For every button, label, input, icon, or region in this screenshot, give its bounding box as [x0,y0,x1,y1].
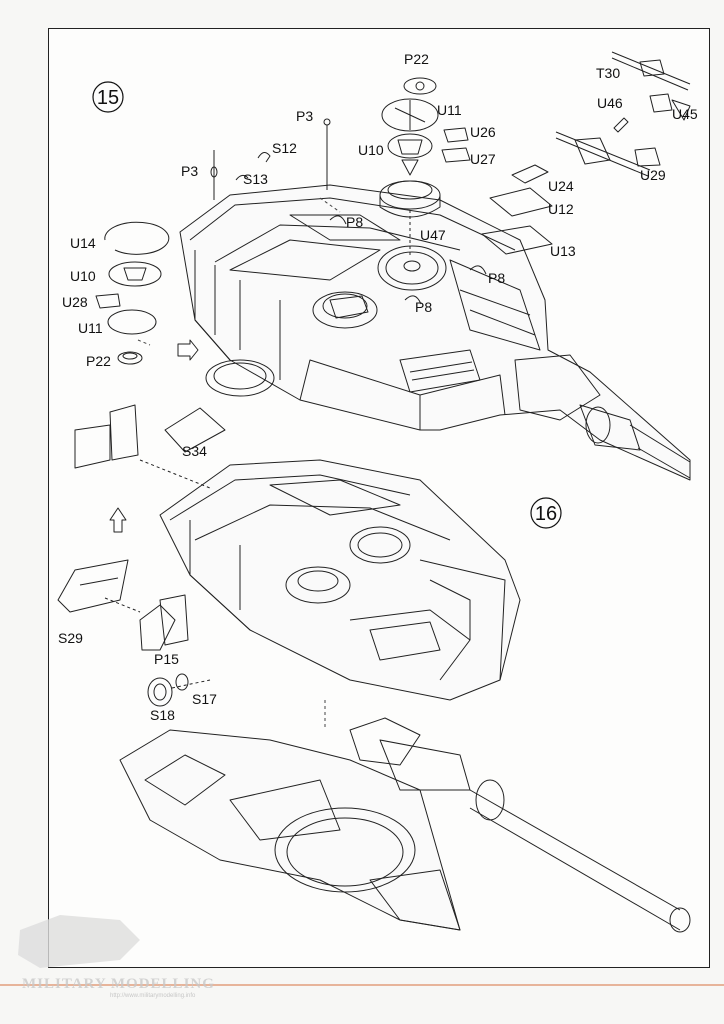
label-s12: S12 [272,140,297,156]
label-u14: U14 [70,235,96,251]
label-s13: S13 [243,171,268,187]
step-15-number: 15 [97,87,119,109]
bottom-rule [0,984,724,986]
label-u46: U46 [597,95,623,111]
label-p3-left: P3 [181,163,198,179]
turret-upper-assembly [179,184,691,481]
part-labels: P22 U11 U10 U26 U27 U47 P3 S12 P3 S13 P8… [58,51,698,723]
turret-lower-assembly [119,717,691,933]
watermark-url: http://www.militarymodelling.info [110,993,196,999]
turret-middle-assembly [159,459,521,701]
label-u13: U13 [550,243,576,259]
machine-gun-assembly [555,51,691,177]
label-u47: U47 [420,227,446,243]
label-u11-left: U11 [78,320,103,336]
leader-lines [137,197,341,728]
label-t30: T30 [596,65,620,81]
antenna-p3-left [210,150,218,200]
label-p22-left: P22 [86,353,111,369]
label-s34: S34 [182,443,207,459]
label-s29: S29 [58,630,83,646]
step-15-badge: 15 [92,81,124,113]
label-u26: U26 [470,124,496,140]
label-u45: U45 [672,106,698,122]
label-u24: U24 [548,178,574,194]
label-u12: U12 [548,201,574,217]
watermark-text: MILITARY MODELLING [22,976,215,992]
label-p8-b: P8 [488,270,505,286]
label-s17: S17 [192,691,217,707]
label-u10-top: U10 [358,142,384,158]
label-p22-top: P22 [404,51,429,67]
periscope-stack-left [95,221,170,365]
step-16-badge: 16 [530,497,562,529]
label-p3-right: P3 [296,108,313,124]
label-p8-c: P8 [415,299,432,315]
periscope-stack-top [379,77,441,255]
antenna-p3-right [323,118,331,190]
label-u27: U27 [470,151,496,167]
label-u11-top: U11 [437,102,462,118]
label-p15: P15 [154,651,179,667]
label-p8-a: P8 [346,214,363,230]
label-u28: U28 [62,294,88,310]
label-s18: S18 [150,707,175,723]
step-16-number: 16 [535,503,557,525]
label-u10-left: U10 [70,268,96,284]
label-u29: U29 [640,167,666,183]
watermark: MILITARY MODELLING http://www.militarymo… [18,915,215,999]
